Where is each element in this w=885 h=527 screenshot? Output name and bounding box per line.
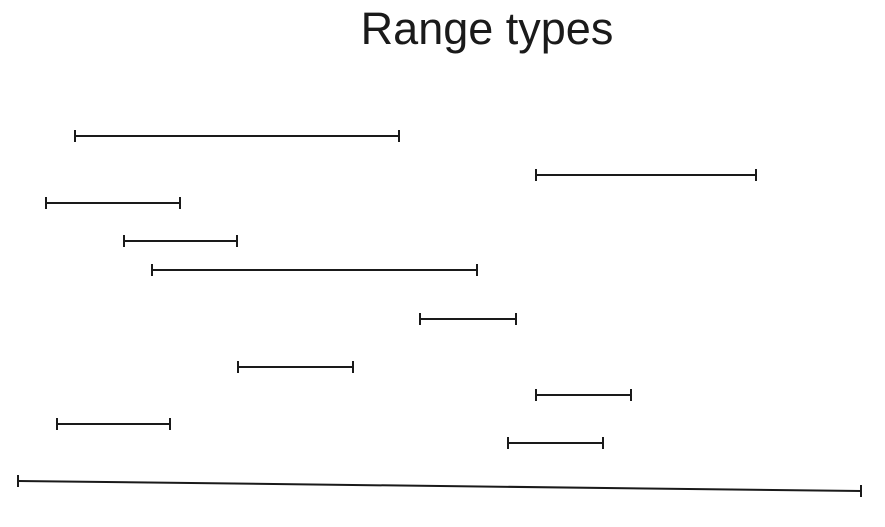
range-segment [17, 480, 862, 492]
chart-title: Range types [360, 3, 614, 54]
